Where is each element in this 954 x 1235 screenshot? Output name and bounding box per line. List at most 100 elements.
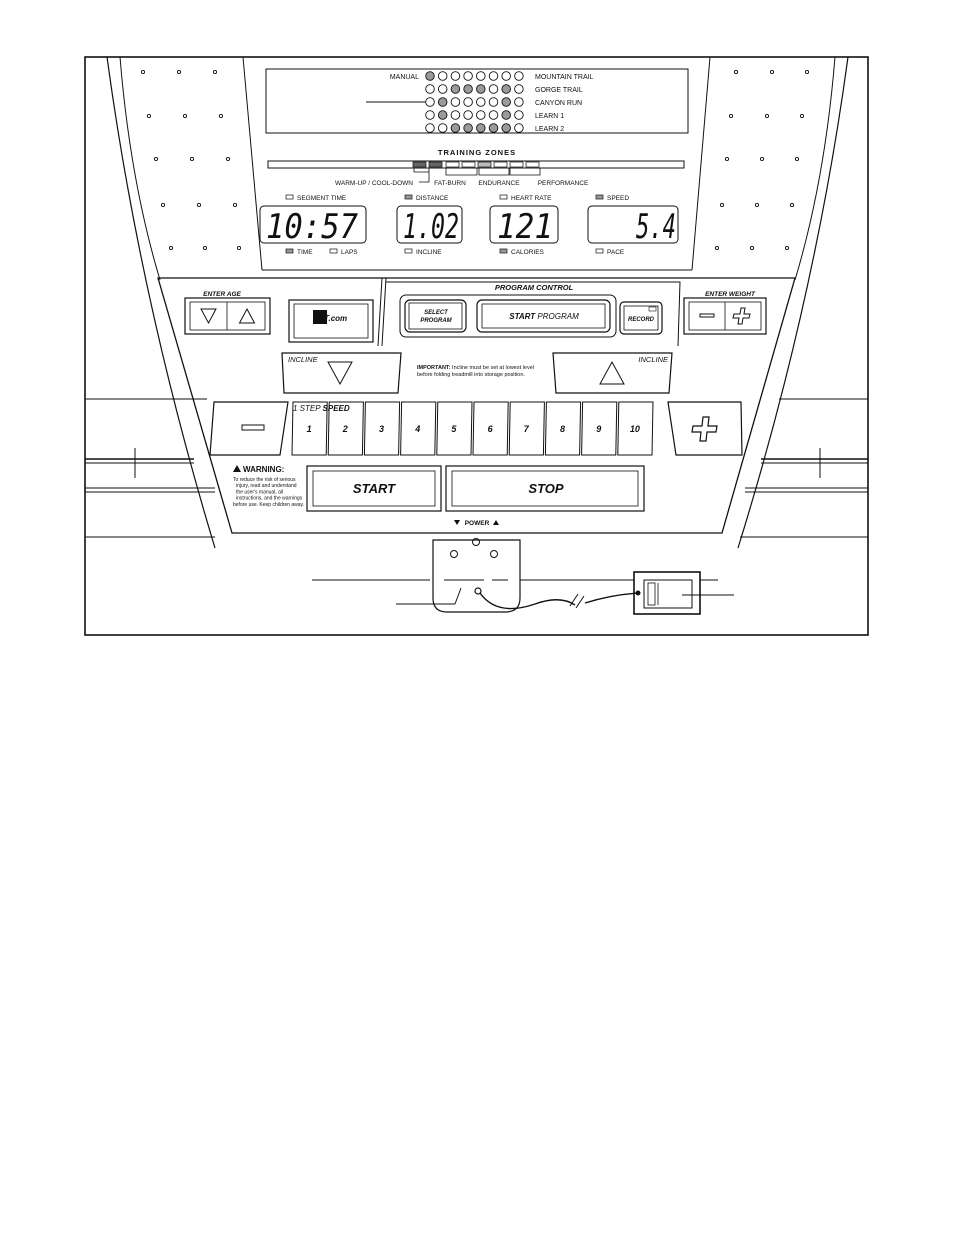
speaker-hole <box>153 156 159 162</box>
left-speaker-grille <box>106 56 216 549</box>
speaker-hole <box>728 113 734 119</box>
speed-key[interactable] <box>327 401 364 456</box>
speaker-hole <box>764 113 770 119</box>
speed-key-label: 9 <box>596 424 601 434</box>
program-led <box>476 97 486 107</box>
enter-weight-label: ENTER WEIGHT <box>705 291 756 298</box>
svg-text:PROGRAM: PROGRAM <box>420 318 452 324</box>
program-led <box>463 110 473 120</box>
speed-key[interactable] <box>581 401 618 456</box>
speaker-hole <box>182 113 188 119</box>
svg-text:INCLINE: INCLINE <box>288 355 319 364</box>
zone-label-fatburn: FAT-BURN <box>434 180 466 187</box>
speed-plus-icon[interactable] <box>691 416 718 442</box>
speaker-hole <box>202 245 208 251</box>
program-led <box>514 110 524 120</box>
incline-up-icon[interactable] <box>599 360 625 385</box>
zone-led <box>477 161 492 168</box>
age-down-icon[interactable] <box>200 308 217 325</box>
power-switch[interactable] <box>633 571 701 615</box>
program-led <box>488 84 499 94</box>
program-label-manual: MANUAL <box>390 74 419 81</box>
speed-minus-icon[interactable] <box>241 424 265 431</box>
speed-key-label: 6 <box>488 424 494 434</box>
program-led <box>437 123 448 133</box>
program-led <box>450 123 461 133</box>
start-program-button[interactable]: START PROGRAM <box>476 299 611 333</box>
ifit-logo: iFIT.com <box>315 314 347 323</box>
distance-value: 1.02 <box>403 207 459 247</box>
speaker-hole <box>769 69 775 75</box>
program-led <box>501 97 511 107</box>
incline-up-button[interactable]: INCLINE <box>552 352 673 394</box>
record-button[interactable]: RECORD <box>619 301 663 335</box>
speed-plus-button[interactable] <box>667 401 743 456</box>
warning-title: WARNING: <box>243 465 284 474</box>
program-led <box>514 123 524 133</box>
svg-text:START: START <box>353 481 396 496</box>
speed-key-label: 5 <box>451 424 457 434</box>
enter-weight-buttons[interactable] <box>683 297 767 335</box>
display-speed: SPEED 5.4 PACE <box>587 194 679 256</box>
speed-key[interactable] <box>508 401 545 456</box>
program-led <box>437 110 448 120</box>
svg-text:SPEED: SPEED <box>607 195 629 202</box>
important-note-line2: before folding treadmill into storage po… <box>417 372 525 378</box>
ifit-button[interactable]: iFIT.com <box>288 299 374 343</box>
program-led <box>514 97 524 107</box>
program-led <box>476 71 486 81</box>
enter-age-buttons[interactable] <box>184 297 271 335</box>
speed-key[interactable] <box>363 401 401 456</box>
speed-key[interactable] <box>400 401 437 456</box>
diagram-frame <box>84 56 869 636</box>
speed-key[interactable] <box>291 401 328 456</box>
program-control-frame <box>386 281 681 347</box>
speed-key[interactable] <box>472 401 509 456</box>
left-panel-inner <box>242 56 263 271</box>
panel-divider-2 <box>381 277 387 347</box>
power-cable <box>479 592 576 610</box>
warning-line: To reduce the risk of serious <box>233 477 296 483</box>
program-led <box>425 97 435 107</box>
program-window <box>265 68 689 134</box>
incline-down-button[interactable]: INCLINE <box>281 352 402 394</box>
control-panel-outline <box>157 277 796 534</box>
zone-led <box>445 161 460 168</box>
power-right-arrow <box>493 520 499 525</box>
stop-button[interactable]: STOP <box>445 465 645 512</box>
zone-led <box>525 161 540 168</box>
start-button[interactable]: START <box>306 465 442 512</box>
svg-text:INCLINE: INCLINE <box>638 355 669 364</box>
speed-key-label: 2 <box>342 424 348 434</box>
speed-key-label: 1 <box>307 424 312 434</box>
svg-text:TIME: TIME <box>297 249 313 256</box>
speaker-hole <box>189 156 195 162</box>
speed-key[interactable] <box>436 401 473 456</box>
incline-down-icon[interactable] <box>327 361 353 386</box>
age-up-icon[interactable] <box>238 307 256 324</box>
program-led <box>514 71 524 81</box>
weight-minus-icon[interactable] <box>699 313 715 318</box>
weight-plus-icon[interactable] <box>732 307 751 325</box>
svg-text:RECORD: RECORD <box>628 317 655 323</box>
program-led <box>501 110 511 120</box>
power-bracket <box>432 539 521 613</box>
svg-text:PACE: PACE <box>607 249 625 256</box>
svg-text:HEART RATE: HEART RATE <box>511 195 552 202</box>
svg-text:SELECT: SELECT <box>424 310 449 316</box>
program-led <box>476 84 486 94</box>
select-program-button[interactable]: SELECT PROGRAM <box>404 299 467 333</box>
speed-key[interactable] <box>617 401 654 456</box>
speed-minus-button[interactable] <box>209 401 289 456</box>
left-console-edge <box>119 56 161 281</box>
speed-key[interactable] <box>544 401 582 456</box>
speaker-hole <box>232 202 238 208</box>
program-led <box>425 84 435 94</box>
speaker-hole <box>714 245 720 251</box>
speaker-hole <box>804 69 810 75</box>
speaker-hole <box>140 69 146 75</box>
program-led-matrix <box>425 71 524 133</box>
speaker-hole <box>196 202 202 208</box>
